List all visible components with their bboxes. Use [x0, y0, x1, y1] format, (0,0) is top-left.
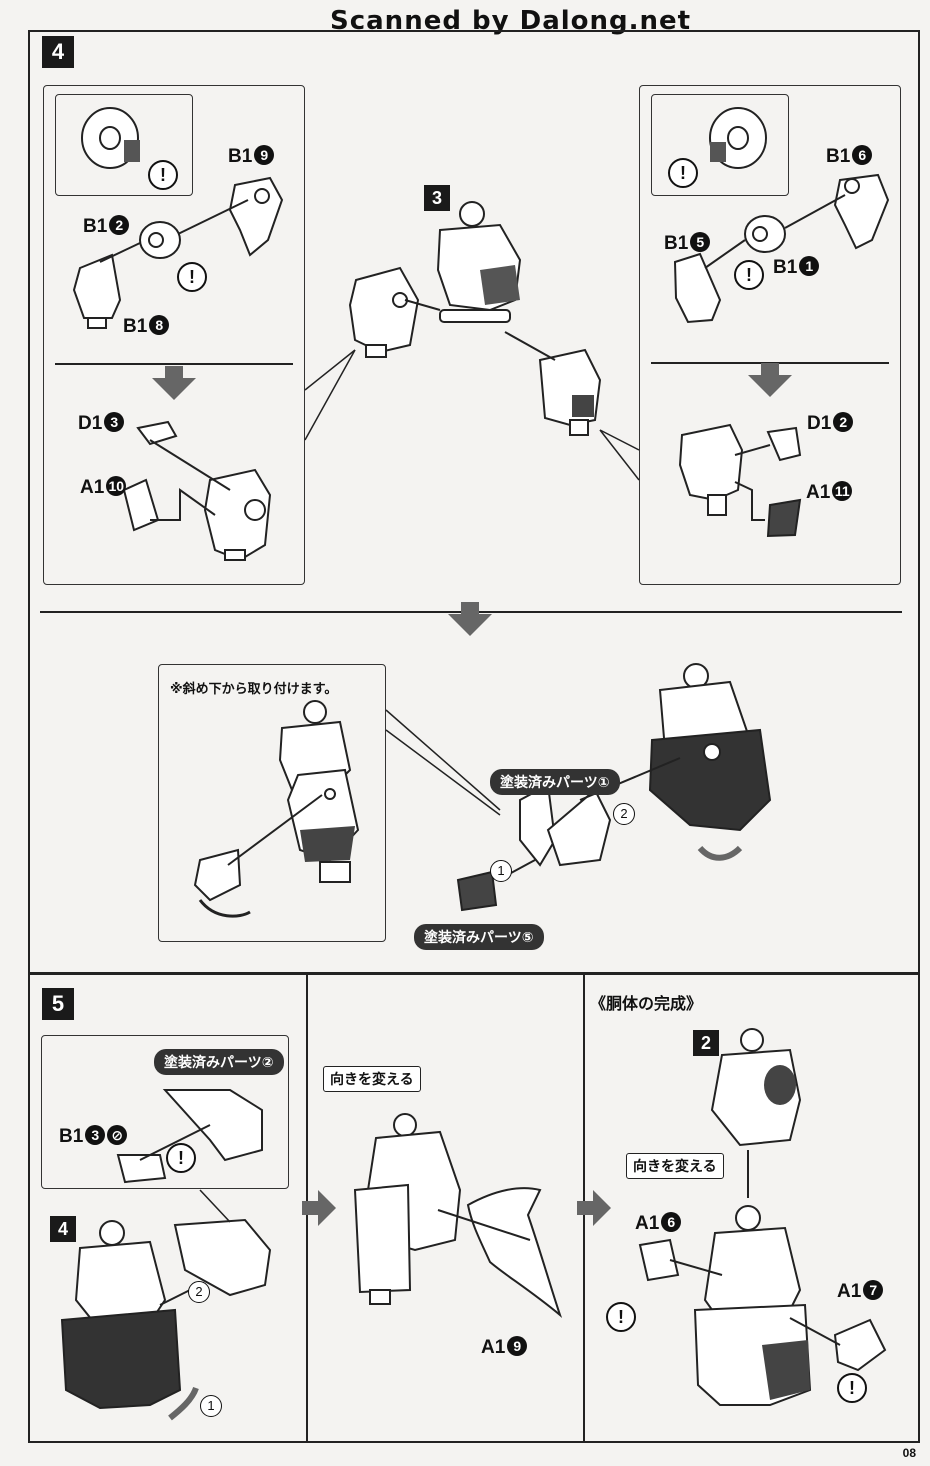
painted-part-2-label: 塗装済みパーツ② — [154, 1049, 284, 1075]
turn-direction-label: 向きを変える — [323, 1066, 421, 1092]
right-warn-callout-icon: ! — [668, 158, 698, 188]
completion-warn-left-icon: ! — [606, 1302, 636, 1332]
step5-right-arrow-1 — [302, 1190, 336, 1226]
order-1-marker: 1 — [490, 860, 512, 882]
step5-frame — [28, 973, 920, 1443]
right-warn-joint-icon: ! — [734, 260, 764, 290]
completion-turn-label: 向きを変える — [626, 1153, 724, 1179]
step5-order-1: 1 — [200, 1395, 222, 1417]
right-subpanel — [639, 85, 901, 585]
left-warn-joint-icon: ! — [177, 262, 207, 292]
diagonal-attach-note: ※斜め下から取り付けます。 — [170, 681, 338, 696]
left-down-arrow — [152, 366, 196, 400]
step5-warn-icon: ! — [166, 1143, 196, 1173]
left-subpanel — [43, 85, 305, 585]
step5-sub-badge: 4 — [50, 1216, 76, 1242]
center-down-arrow — [448, 602, 492, 636]
right-detail-callout — [651, 94, 789, 196]
cut-icon: ⊘ — [107, 1125, 128, 1145]
painted-part-5-label: 塗装済みパーツ⑤ — [414, 924, 544, 950]
completion-warn-right-icon: ! — [837, 1373, 867, 1403]
center-sub-badge: 3 — [424, 185, 450, 211]
step5-right-arrow-2 — [577, 1190, 611, 1226]
right-divider — [651, 362, 889, 364]
left-detail-callout — [55, 94, 193, 196]
step5-badge: 5 — [42, 988, 74, 1020]
step5-callout-box — [41, 1035, 289, 1189]
step5-order-2: 2 — [188, 1281, 210, 1303]
completion-sub-badge: 2 — [693, 1030, 719, 1056]
order-2-marker: 2 — [613, 803, 635, 825]
page-number: 08 — [902, 1446, 916, 1460]
step4-badge: 4 — [42, 36, 74, 68]
mid-detail-box — [158, 664, 386, 942]
left-divider — [55, 363, 293, 365]
painted-part-1-label: 塗装済みパーツ① — [490, 769, 620, 795]
right-down-arrow — [748, 363, 792, 397]
completion-title: 《胴体の完成》 — [590, 996, 703, 1013]
left-warn-callout-icon: ! — [148, 160, 178, 190]
